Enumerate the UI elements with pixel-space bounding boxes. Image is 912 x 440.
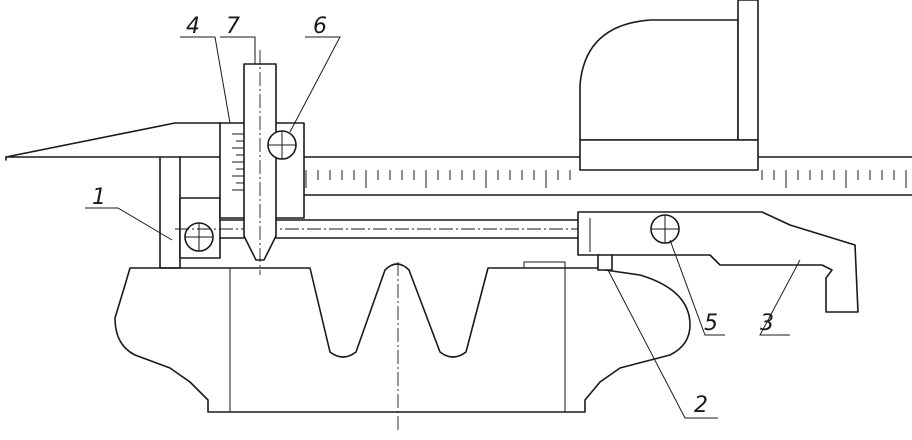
callout-4: 4 bbox=[186, 14, 200, 39]
callout-2: 2 bbox=[694, 393, 708, 418]
gear-workpiece bbox=[114, 261, 691, 432]
measuring-tip-7 bbox=[243, 50, 277, 275]
locking-screw-6 bbox=[267, 130, 297, 160]
callout-3: 3 bbox=[760, 311, 774, 336]
right-slider-3 bbox=[577, 211, 859, 313]
left-holder-block bbox=[179, 197, 221, 259]
callout-5: 5 bbox=[704, 311, 718, 336]
callout-1: 1 bbox=[92, 185, 106, 210]
guide-rod bbox=[175, 219, 600, 239]
callout-7: 7 bbox=[226, 14, 240, 39]
vertical-frame bbox=[579, 0, 759, 171]
callout-6: 6 bbox=[313, 14, 327, 39]
callout-lines bbox=[85, 36, 801, 419]
beam-scale-ticks bbox=[305, 170, 907, 188]
